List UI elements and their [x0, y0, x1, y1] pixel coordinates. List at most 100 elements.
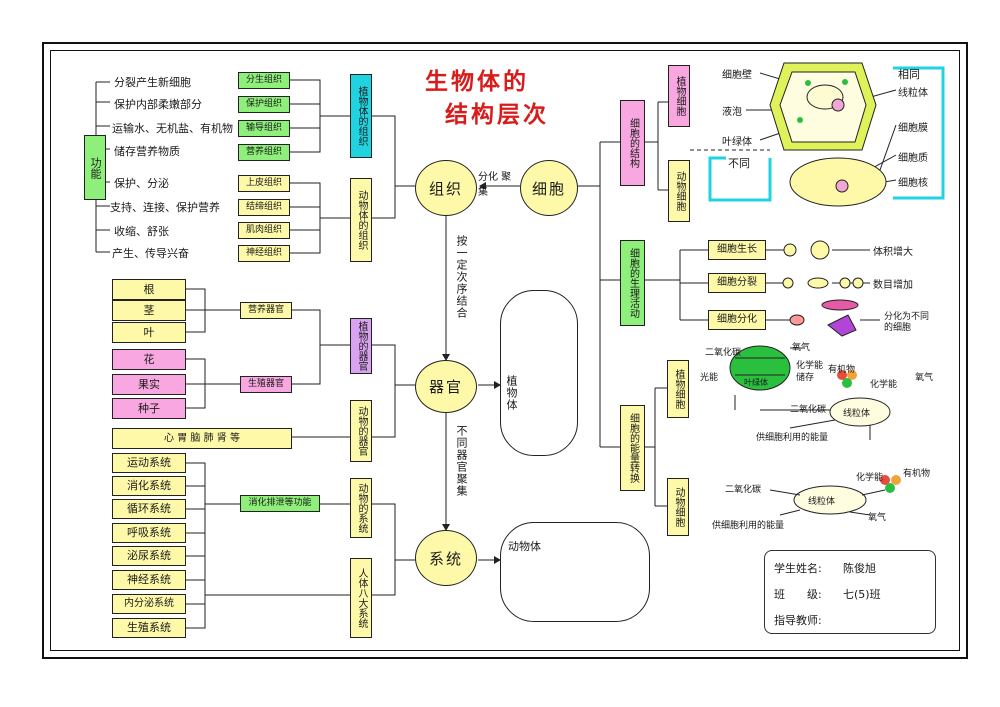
function-label: 功能	[84, 135, 106, 200]
hub-organ: 器官	[415, 360, 477, 413]
system-endocrine: 内分泌系统	[112, 594, 186, 614]
animal-organ-group: 动物的器官	[350, 400, 372, 462]
tag-meristem: 分生组织	[238, 72, 290, 89]
animal-tissue-group: 动物体的组织	[350, 178, 372, 262]
energy-label: 细胞的能量转换	[620, 405, 645, 491]
plant-function-1: 分裂产生新细胞	[114, 76, 191, 89]
tag-nerve: 神经组织	[238, 245, 290, 262]
energy-animal-cell: 动物细胞	[667, 478, 689, 536]
tag-muscle: 肌肉组织	[238, 222, 290, 239]
system-circulatory: 循环系统	[112, 499, 186, 519]
animal-body-capsule	[500, 522, 650, 622]
same-label: 相同	[898, 68, 920, 81]
result-division: 数目增加	[873, 280, 913, 291]
arrow-label-aggregate: 不同器官聚集	[455, 425, 468, 497]
organ-stem: 茎	[112, 300, 186, 321]
organ-flower: 花	[112, 349, 186, 370]
animal-o2: 氧气	[868, 513, 887, 523]
part-cell-wall: 细胞壁	[722, 70, 752, 81]
cell-structure-label: 细胞的结构	[620, 100, 645, 186]
teacher-label: 指导教师:	[774, 614, 822, 627]
animal-chem-energy: 化学能	[856, 473, 884, 483]
activity-division: 细胞分裂	[708, 273, 766, 293]
arrow-label-differentiation: 分化 聚集	[478, 172, 512, 198]
plant-function-4: 储存营养物质	[114, 145, 180, 158]
hub-tissue: 组织	[415, 160, 477, 216]
part-cytoplasm: 细胞质	[898, 153, 928, 164]
animal-function-3: 收缩、舒张	[114, 225, 169, 238]
animal-body-label: 动物体	[508, 540, 541, 553]
system-reproductive: 生殖系统	[112, 618, 186, 638]
result-differentiation: 分化为不同的细胞	[884, 312, 930, 333]
plant-function-2: 保护内部柔嫩部分	[114, 98, 202, 111]
plant-cell-label: 植物细胞	[668, 65, 690, 127]
plant-co2: 二氧化碳	[705, 348, 742, 358]
student-info-box	[764, 550, 936, 634]
system-motor: 运动系统	[112, 453, 186, 473]
tag-connective: 结缔组织	[238, 199, 290, 216]
plant-body-capsule	[500, 290, 578, 456]
student-name-label: 学生姓名:	[774, 562, 822, 575]
part-vacuole: 液泡	[722, 107, 742, 118]
plant-body-label: 植物体	[505, 375, 518, 411]
plant-cell-use: 供细胞利用的能量	[756, 433, 829, 443]
plant-o2-right: 氧气	[915, 373, 934, 383]
part-chloroplast: 叶绿体	[722, 137, 752, 148]
animal-function-2: 支持、连接、保护营养	[110, 201, 220, 214]
student-class-value: 七(5)班	[843, 588, 881, 601]
animal-organic: 有机物	[903, 469, 931, 479]
part-cell-membrane: 细胞膜	[898, 123, 928, 134]
hub-cell: 细胞	[520, 160, 578, 216]
system-urinary: 泌尿系统	[112, 546, 186, 566]
tag-conducting: 输导组织	[238, 120, 290, 137]
reproductive-organ-label: 生殖器官	[240, 376, 292, 393]
activity-growth: 细胞生长	[708, 240, 766, 260]
animal-co2: 二氧化碳	[725, 485, 762, 495]
plant-chem-store: 化学能储存	[796, 361, 824, 383]
system-digestive: 消化系统	[112, 476, 186, 496]
plant-tissue-group: 植物体的组织	[350, 74, 372, 158]
plant-organ-group: 植物的器官	[350, 318, 372, 374]
part-mitochondria: 线粒体	[898, 88, 928, 99]
animal-cell-use: 供细胞利用的能量	[712, 521, 785, 531]
plant-light: 光能	[700, 373, 719, 383]
animal-system-group: 动物的系统	[350, 478, 372, 538]
nutritive-organ-label: 营养器官	[240, 302, 292, 319]
plant-mitochondria: 线粒体	[843, 409, 871, 419]
plant-co2-lower: 二氧化碳	[790, 405, 827, 415]
arrow-label-combine: 按一定次序结合	[455, 235, 468, 319]
part-nucleus: 细胞核	[898, 178, 928, 189]
student-name-value: 陈俊旭	[843, 562, 876, 575]
animal-function-1: 保护、分泌	[114, 177, 169, 190]
plant-chloroplast: 叶绿体	[744, 378, 768, 387]
tag-epithelial: 上皮组织	[238, 175, 290, 192]
plant-function-3: 运输水、无机盐、有机物	[112, 122, 233, 135]
plant-o2: 氧气	[792, 343, 811, 353]
title-line1: 生物体的	[425, 68, 529, 95]
animal-function-4: 产生、传导兴奋	[112, 247, 189, 260]
organ-root: 根	[112, 279, 186, 300]
activity-differentiation: 细胞分化	[708, 310, 766, 330]
system-functions: 消化排泄等功能	[240, 495, 320, 512]
result-growth: 体积增大	[873, 247, 913, 258]
title-line2: 结构层次	[445, 101, 549, 128]
system-nervous: 神经系统	[112, 570, 186, 590]
organ-leaf: 叶	[112, 322, 186, 343]
energy-plant-cell: 植物细胞	[667, 360, 689, 418]
life-activity-label: 细胞的生理活动	[620, 240, 645, 326]
organ-seed: 种子	[112, 398, 186, 419]
inner-frame	[50, 50, 960, 651]
organ-fruit: 果实	[112, 374, 186, 395]
hub-system: 系统	[415, 530, 477, 586]
plant-chem-energy: 化学能	[870, 380, 898, 390]
animal-organs: 心 胃 脑 肺 肾 等	[112, 428, 292, 449]
plant-organic: 有机物	[828, 365, 856, 375]
diff-label: 不同	[728, 157, 750, 170]
student-class-label: 班 级:	[774, 588, 822, 601]
animal-mitochondria: 线粒体	[808, 497, 836, 507]
animal-cell-label: 动物细胞	[668, 160, 690, 222]
outer-frame	[42, 42, 968, 659]
system-respiratory: 呼吸系统	[112, 523, 186, 543]
human-eight-systems: 人体八大系统	[350, 558, 372, 638]
tag-protective: 保护组织	[238, 96, 290, 113]
